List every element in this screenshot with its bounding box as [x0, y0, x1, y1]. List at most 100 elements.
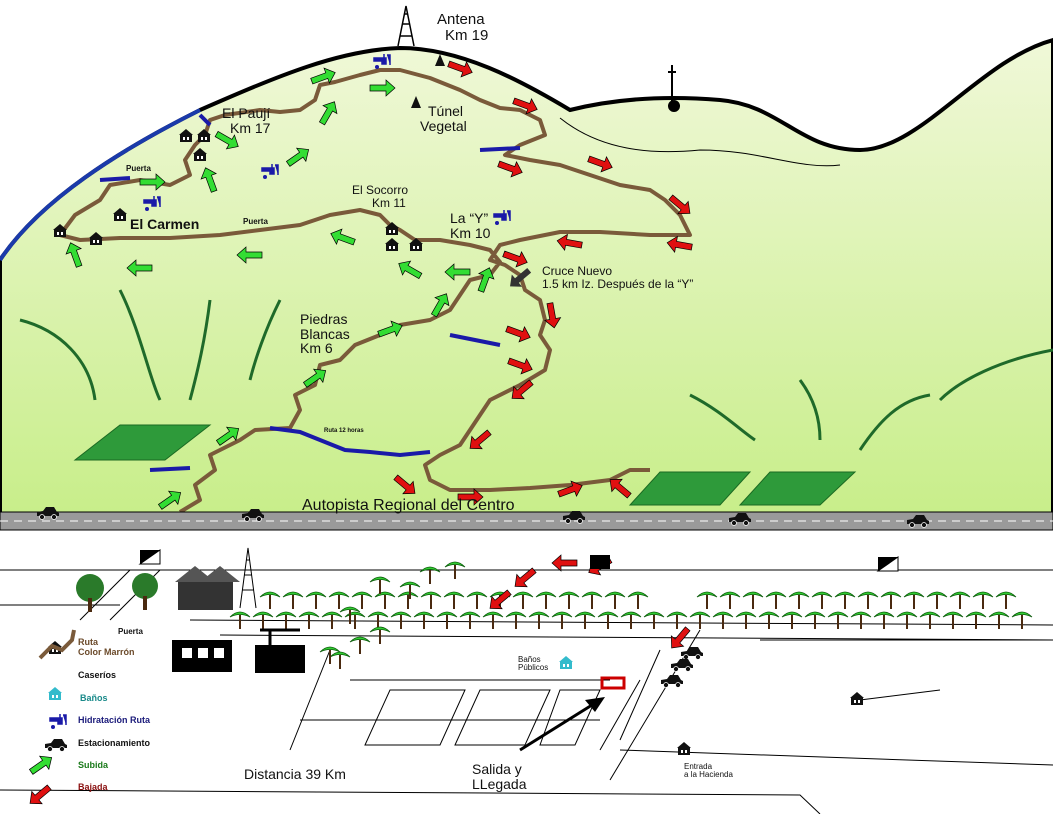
- ascent-arrow-icon: [215, 426, 240, 446]
- palm-tree-icon: [972, 591, 994, 609]
- palm-tree-icon: [390, 611, 412, 629]
- palm-tree-icon: [329, 651, 351, 669]
- palm-tree-icon: [466, 591, 488, 609]
- palm-tree-icon: [351, 591, 373, 609]
- palm-tree-icon: [735, 611, 757, 629]
- palm-tree-icon: [811, 591, 833, 609]
- ascent-arrow-icon: [302, 368, 327, 388]
- tree-icon: [435, 54, 445, 66]
- palm-tree-icon: [604, 591, 626, 609]
- palm-tree-icon: [444, 561, 466, 579]
- cruce-nuevo-arrow-icon: [510, 267, 532, 287]
- ascent-arrow-icon: [285, 147, 310, 167]
- start-finish-arch: [600, 676, 626, 690]
- palm-tree-icon: [369, 626, 391, 644]
- descent-arrow-icon: [670, 626, 691, 649]
- palm-tree-icon: [397, 591, 419, 609]
- palm-tree-icon: [942, 611, 964, 629]
- house-icon: [409, 238, 423, 251]
- car-icon: [242, 509, 264, 522]
- label-puerta: Puerta: [126, 164, 151, 173]
- palm-trees: [229, 561, 1033, 669]
- water-tap-icon: [373, 54, 391, 69]
- vegetation: [19, 289, 1053, 451]
- ascent-arrow-icon: [157, 490, 182, 510]
- palm-tree-icon: [597, 611, 619, 629]
- palm-tree-icon: [666, 611, 688, 629]
- flag-icon: [138, 549, 899, 572]
- ascent-arrow-icon: [310, 67, 336, 85]
- palm-tree-icon: [712, 611, 734, 629]
- palm-tree-icon: [259, 591, 281, 609]
- descent-arrow-icon: [609, 478, 632, 499]
- descent-arrow-icon: [505, 325, 531, 343]
- palm-tree-icon: [689, 611, 711, 629]
- descent-arrow-icon: [668, 194, 691, 215]
- palm-tree-icon: [328, 591, 350, 609]
- palm-tree-icon: [298, 611, 320, 629]
- legend-item-caserios: Caseríos: [78, 670, 117, 680]
- palm-tree-icon: [903, 591, 925, 609]
- descent-arrow-icon: [514, 567, 537, 588]
- palm-tree-icon: [643, 611, 665, 629]
- palm-tree-icon: [788, 591, 810, 609]
- label-puerta: Puerta: [118, 627, 143, 636]
- car-icon: [681, 647, 703, 660]
- crane-icon: [255, 628, 305, 673]
- palm-tree-icon: [965, 611, 987, 629]
- palm-tree-icon: [339, 606, 361, 624]
- palm-tree-icon: [696, 591, 718, 609]
- palm-tree-icon: [742, 591, 764, 609]
- bathroom-icon: [559, 656, 573, 669]
- palm-tree-icon: [505, 611, 527, 629]
- house-icon: [89, 232, 103, 245]
- palm-tree-icon: [374, 591, 396, 609]
- descent-arrow-icon: [511, 379, 534, 400]
- palm-tree-icon: [1011, 611, 1033, 629]
- descent-arrow-icon: [393, 474, 416, 495]
- car-icon: [563, 511, 585, 524]
- descent-arrow-icon: [457, 488, 484, 506]
- bathroom-icon: [48, 687, 62, 700]
- descent-arrow-icon: [447, 60, 473, 78]
- palm-tree-icon: [949, 591, 971, 609]
- descent-arrow-icon: [469, 429, 492, 450]
- label-autopista: Autopista Regional del Centro: [302, 497, 515, 514]
- ascent-arrow-icon: [139, 173, 166, 191]
- water-tap-icon: [493, 210, 511, 225]
- ascent-arrow-icon: [126, 259, 153, 277]
- antenna-icon: [668, 65, 680, 112]
- palm-tree-icon: [880, 591, 902, 609]
- palm-tree-icon: [413, 611, 435, 629]
- descent-arrow-icon: [29, 784, 52, 805]
- tree-icon: [411, 96, 421, 108]
- palm-tree-icon: [528, 611, 550, 629]
- palm-tree-icon: [282, 591, 304, 609]
- house-icon: [193, 148, 207, 161]
- palm-tree-icon: [321, 611, 343, 629]
- palm-tree-icon: [551, 611, 573, 629]
- tower-icon: [239, 547, 257, 609]
- palm-tree-icon: [319, 646, 341, 664]
- car-icon: [45, 739, 67, 752]
- car-icon: [661, 675, 683, 688]
- label-la-y: La “Y”Km 10: [450, 210, 491, 241]
- hydration-route-segment: [99, 113, 521, 472]
- palm-tree-icon: [919, 611, 941, 629]
- tree-icon: [76, 573, 158, 612]
- car-icon: [671, 659, 693, 672]
- palm-tree-icon: [419, 566, 441, 584]
- palm-tree-icon: [436, 611, 458, 629]
- legend-item-banos: Baños: [80, 693, 108, 703]
- grass-field: [73, 424, 857, 506]
- ascent-arrow-icon: [28, 755, 53, 775]
- ascent-arrow-icon: [236, 246, 263, 264]
- route-icon: [38, 629, 76, 660]
- palm-tree-icon: [349, 636, 371, 654]
